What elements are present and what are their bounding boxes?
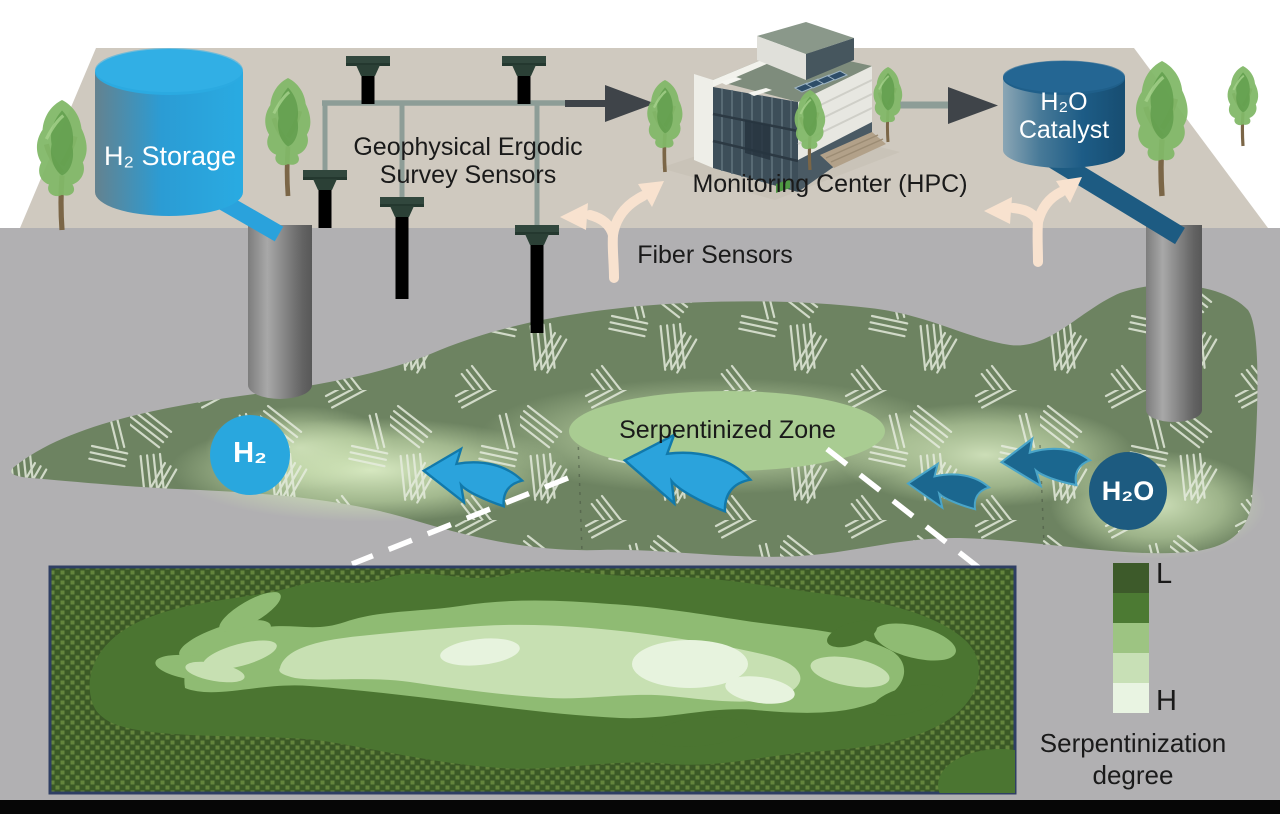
h2o-catalyst-label: H₂O Catalyst (1018, 88, 1110, 144)
h2o-pipe (1045, 148, 1185, 245)
serpentinized-zone-label: Serpentinized Zone (619, 416, 836, 444)
legend-swatch-1 (1113, 563, 1149, 593)
h2-badge-label: H₂ (233, 437, 267, 469)
serpentinization-map (48, 565, 1017, 795)
monitoring-center-building (660, 22, 900, 200)
legend-low-label: L (1156, 558, 1173, 590)
tree-icon (1225, 64, 1260, 148)
geo-sensors-label: Geophysical Ergodic Survey Sensors (353, 133, 583, 189)
monitoring-center-label: Monitoring Center (HPC) (692, 170, 968, 198)
h2-storage-label: H₂ Storage (103, 141, 237, 171)
legend-swatch-4 (1113, 653, 1149, 683)
legend-swatch-3 (1113, 623, 1149, 653)
survey-sensors (318, 74, 544, 333)
bottom-bar (0, 800, 1280, 814)
legend-title: Serpentinization degree (1039, 728, 1227, 790)
h2o-badge-label: H₂O (1101, 476, 1155, 506)
fiber-sensor-icon (560, 181, 664, 283)
production-well (1146, 225, 1202, 422)
h2o-badge (1089, 452, 1167, 530)
injection-well (248, 225, 312, 399)
legend-swatch-5 (1113, 683, 1149, 713)
sensors-to-center-arrow (565, 85, 655, 122)
legend-swatch-2 (1113, 593, 1149, 623)
legend-high-label: H (1156, 685, 1177, 717)
fiber-sensors-label: Fiber Sensors (637, 241, 793, 269)
fiber-sensor-icon (984, 177, 1082, 267)
h2o-catalyst-tank (1003, 60, 1125, 168)
h2-badge (210, 415, 290, 495)
center-to-catalyst-arrow (900, 87, 998, 124)
h2-storage-tank (95, 48, 243, 216)
